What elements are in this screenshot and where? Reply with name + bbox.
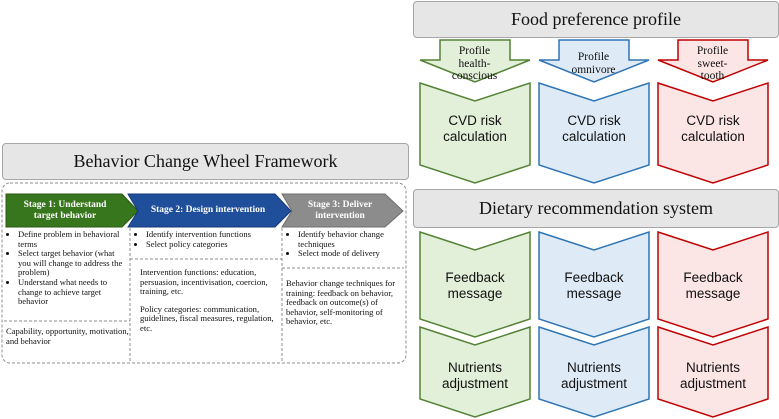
food-preference-profile-header: Food preference profile [413, 1, 779, 38]
stage-3-note: Behavior change techniques for training:… [286, 278, 404, 327]
bcw-framework-frame [1, 182, 407, 364]
cvd-risk-chevron [538, 81, 650, 184]
feedback-message-label: Feedback message [683, 270, 743, 301]
nutrients-chevron [657, 325, 769, 418]
stage-3-arrow [281, 193, 404, 228]
stage-2-notes: Intervention functions: education, persu… [140, 267, 280, 334]
stage-2-label: Stage 2: Design intervention [150, 205, 266, 215]
nutrients-chevron [419, 325, 531, 418]
profile-health-conscious-label: Profile health- conscious [451, 45, 498, 82]
stage-1-step: Understand what needs to change to achie… [18, 277, 128, 307]
profile-omnivore-label: Profile omnivore [571, 51, 616, 76]
stage-3-step: Identify behavior change techniques [298, 229, 404, 249]
feedback-chevron [419, 230, 531, 338]
stage-3-step: Select mode of delivery [298, 249, 404, 259]
stage-2-note-text: Policy categories: communication, guidel… [140, 303, 274, 333]
feedback-message-label: Feedback message [445, 270, 505, 301]
stage-3-note-text: Behavior change techniques for training:… [286, 278, 396, 327]
bcw-framework-header: Behavior Change Wheel Framework [2, 143, 409, 180]
profile-down-arrow [419, 39, 531, 83]
food-preference-profile-title: Food preference profile [511, 9, 681, 29]
cvd-risk-chevron [657, 81, 769, 184]
stage-2-steps: Identify intervention functions Select p… [134, 229, 280, 250]
nutrients-chevron [538, 325, 650, 418]
stage-2-note-text: Intervention functions: education, persu… [140, 267, 268, 297]
feedback-chevron [657, 230, 769, 338]
dietary-recommendation-system-title: Dietary recommendation system [479, 198, 713, 218]
dietary-recommendation-system-header: Dietary recommendation system [413, 189, 779, 228]
stage-1-step: Select target behavior (what you will ch… [18, 248, 128, 278]
cvd-risk-calculation-label: CVD risk calculation [443, 113, 507, 144]
stage-2-arrow [127, 193, 292, 228]
profile-down-arrow [538, 39, 650, 83]
nutrients-adjustment-label: Nutrients adjustment [679, 360, 747, 391]
stage-2-step: Identify intervention functions [146, 229, 280, 240]
nutrients-adjustment-label: Nutrients adjustment [560, 360, 628, 391]
stage-1-step: Define problem in behavioral terms [18, 229, 128, 249]
stage-2-step: Select policy categories [146, 239, 280, 250]
stage-1-arrow [5, 193, 139, 228]
stage-1-steps: Define problem in behavioral terms Selec… [6, 229, 128, 307]
stage-1-note-text: Capability, opportunity, motivation, and… [6, 326, 129, 346]
feedback-chevron [538, 230, 650, 338]
nutrients-adjustment-label: Nutrients adjustment [441, 360, 509, 391]
profile-sweet-tooth-label: Profile sweet- tooth [696, 45, 729, 82]
feedback-message-label: Feedback message [564, 270, 624, 301]
stage-1-label: Stage 1: Understand target behavior [23, 199, 107, 221]
profile-down-arrow [657, 39, 769, 83]
stage-3-label: Stage 3: Deliver intervention [307, 199, 373, 221]
bcw-framework-title: Behavior Change Wheel Framework [73, 151, 338, 171]
stage-3-steps: Identify behavior change techniques Sele… [286, 229, 404, 259]
cvd-risk-calculation-label: CVD risk calculation [562, 113, 626, 144]
stage-1-note: Capability, opportunity, motivation, and… [6, 326, 130, 346]
cvd-risk-chevron [419, 81, 531, 184]
cvd-risk-calculation-label: CVD risk calculation [681, 113, 745, 144]
